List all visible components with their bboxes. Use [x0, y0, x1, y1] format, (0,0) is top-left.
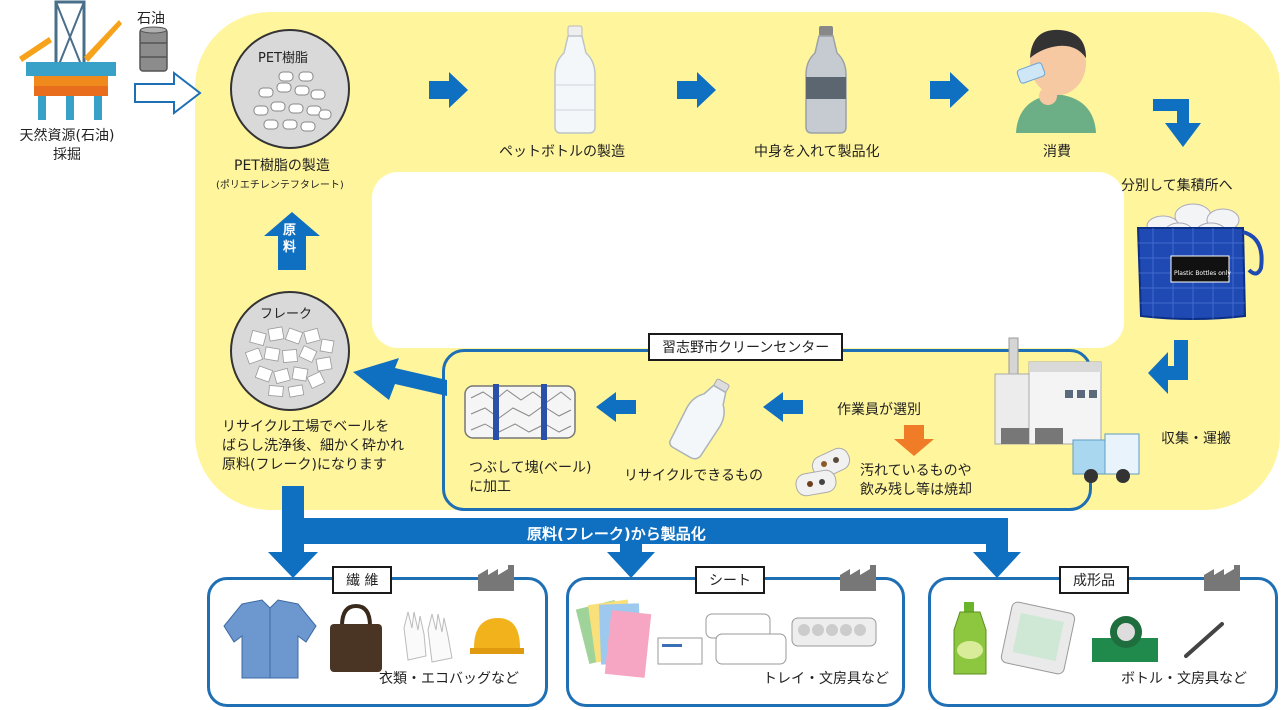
product-caption-molded: ボトル・文房具など — [1121, 671, 1247, 687]
arrow-to-consume — [930, 72, 969, 108]
bale-icon — [464, 384, 576, 440]
products-distribution-arrows — [268, 486, 1021, 578]
arrow-to-transport — [1148, 340, 1188, 394]
sort-collect-label: 分別して集積所へ — [1121, 178, 1233, 194]
oil-label: 石油 — [137, 11, 165, 27]
pen-icon — [1184, 622, 1224, 658]
product-title-molded: 成形品 — [1059, 566, 1129, 594]
recyclable-label: リサイクルできるもの — [624, 468, 764, 484]
arrow-to-incinerate — [894, 425, 934, 456]
product-caption-fiber: 衣類・エコバッグなど — [379, 671, 519, 687]
oil-drum-icon — [139, 26, 168, 72]
pet-resin-circle-label: PET樹脂 — [258, 51, 308, 66]
bottle-making-label: ペットボトルの製造 — [499, 144, 625, 160]
collection-bag-icon — [1136, 203, 1264, 320]
bag-label: Plastic Bottles only — [1174, 270, 1231, 277]
cap-icon — [470, 618, 524, 654]
clean-center-title: 習志野市クリーンセンター — [648, 333, 844, 361]
pet-resin-circle — [230, 29, 350, 149]
tape-dispenser-icon — [1092, 616, 1158, 662]
person-drinking-icon — [1016, 29, 1096, 133]
flake-caption: リサイクル工場でベールを ばらし洗浄後、細かく砕かれ 原料(フレーク)になります — [222, 419, 404, 473]
clean-center-factory-icon — [994, 337, 1140, 483]
product-title-fiber: 繊 維 — [332, 566, 393, 594]
tablet-icon — [1000, 601, 1076, 675]
transport-label: 収集・運搬 — [1161, 431, 1231, 447]
jacket-icon — [223, 599, 317, 679]
product-title-sheet: シート — [695, 566, 765, 594]
arrow-to-flake — [353, 358, 447, 400]
eco-bag-icon — [330, 603, 382, 672]
raw-material-up-arrow — [264, 212, 320, 270]
gloves-icon — [403, 611, 453, 663]
products-banner: 原料(フレーク)から製品化 — [527, 525, 706, 543]
raw-material-label: 原 料 — [283, 223, 297, 255]
oil-rig-icon — [19, 0, 122, 120]
trays-icon — [705, 613, 787, 665]
arrow-to-filling — [677, 72, 716, 108]
pet-resin-sub: (ポリエチレンテフタレート) — [216, 180, 344, 191]
clear-files-icon — [575, 599, 652, 678]
pet-resin-caption: PET樹脂の製造 — [234, 158, 330, 174]
arrow-to-sort — [1153, 99, 1201, 147]
filling-label: 中身を入れて製品化 — [754, 144, 880, 160]
card-icon — [657, 637, 703, 665]
bale-label: つぶして塊(ベール) に加工 — [469, 460, 592, 495]
worker-sort-label: 作業員が選別 — [837, 402, 921, 418]
arrow-to-bottle — [429, 72, 468, 108]
flake-circle — [230, 291, 350, 411]
consume-label: 消費 — [1043, 144, 1071, 160]
recyclable-bottle-icon — [669, 378, 730, 460]
factory-icon — [840, 565, 876, 591]
source-arrow — [134, 70, 202, 116]
factory-icon — [478, 565, 514, 591]
factory-icon — [1204, 565, 1240, 591]
empty-bottle-icon — [554, 25, 596, 134]
filled-bottle-icon — [805, 26, 847, 134]
loop-center-hole — [372, 172, 1124, 348]
detergent-bottle-icon — [953, 602, 987, 675]
arrow-center-1 — [763, 392, 803, 422]
egg-carton-icon — [791, 617, 877, 647]
arrow-center-2 — [596, 392, 636, 422]
dirty-label: 汚れているものや 飲み残し等は焼却 — [860, 463, 972, 498]
dirty-bottles-icon — [795, 447, 851, 497]
product-caption-sheet: トレイ・文房具など — [763, 671, 889, 687]
flake-circle-label: フレーク — [260, 307, 313, 322]
source-caption: 天然資源(石油) 採掘 — [19, 128, 115, 163]
